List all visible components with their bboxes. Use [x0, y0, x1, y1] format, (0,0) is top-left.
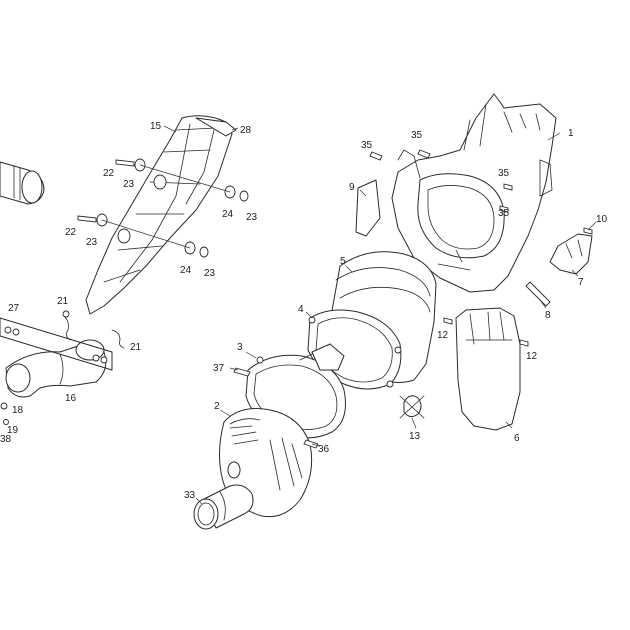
callout-24a: 24 — [222, 209, 234, 220]
bracket-part-7 — [549, 233, 593, 275]
callout-21b: 21 — [130, 342, 142, 353]
callout-35a: 35 — [361, 140, 373, 151]
intake-tube-part-33 — [193, 484, 254, 530]
callout-13: 13 — [409, 431, 421, 442]
callout-28: 28 — [240, 125, 252, 136]
callout-21a: 21 — [57, 296, 69, 307]
callout-5: 5 — [340, 256, 346, 267]
callout-19: 19 — [7, 425, 19, 436]
airbox-housing-part-1 — [391, 93, 557, 293]
callout-35d: 35 — [498, 208, 510, 219]
callout-4: 4 — [298, 304, 304, 315]
callout-1: 1 — [568, 128, 574, 139]
callout-7: 7 — [578, 277, 584, 288]
callout-33: 33 — [184, 490, 196, 501]
callout-15: 15 — [150, 121, 162, 132]
clamp-band-part-27 — [0, 317, 113, 371]
callout-16: 16 — [65, 393, 77, 404]
callout-9: 9 — [349, 182, 355, 193]
callout-18: 18 — [12, 405, 24, 416]
fastener-screws — [0, 149, 593, 449]
callout-10: 10 — [596, 214, 608, 225]
callout-24b: 24 — [180, 265, 192, 276]
callout-35b: 35 — [411, 130, 423, 141]
callout-12a: 12 — [437, 330, 449, 341]
callout-12b: 12 — [526, 351, 538, 362]
clip-part-13 — [399, 395, 425, 419]
callout-23b: 23 — [86, 237, 98, 248]
callout-labels: 1 2 3 4 5 6 7 8 9 10 12 12 13 15 16 18 1… — [0, 121, 608, 501]
callout-6: 6 — [514, 433, 520, 444]
callout-38: 38 — [0, 434, 12, 445]
callout-22a: 22 — [103, 168, 115, 179]
callout-36: 36 — [318, 444, 330, 455]
callout-8: 8 — [545, 310, 551, 321]
callout-27: 27 — [8, 303, 20, 314]
callout-35c: 35 — [498, 168, 510, 179]
muffler-end-part — [0, 161, 45, 205]
hardware-bolts — [77, 158, 249, 258]
mud-flap-part-6 — [455, 307, 521, 431]
callout-23a: 23 — [123, 179, 135, 190]
clip-part-21 — [62, 310, 125, 349]
callout-2: 2 — [214, 401, 220, 412]
side-plate-part-9 — [355, 179, 381, 237]
intake-elbow-part-16 — [5, 339, 107, 398]
callout-leaders — [163, 125, 597, 505]
callout-3: 3 — [237, 342, 243, 353]
air-duct-part-15 — [85, 115, 237, 315]
callout-37: 37 — [213, 363, 225, 374]
callout-23d: 23 — [204, 268, 216, 279]
callout-23c: 23 — [246, 212, 258, 223]
callout-22b: 22 — [65, 227, 77, 238]
